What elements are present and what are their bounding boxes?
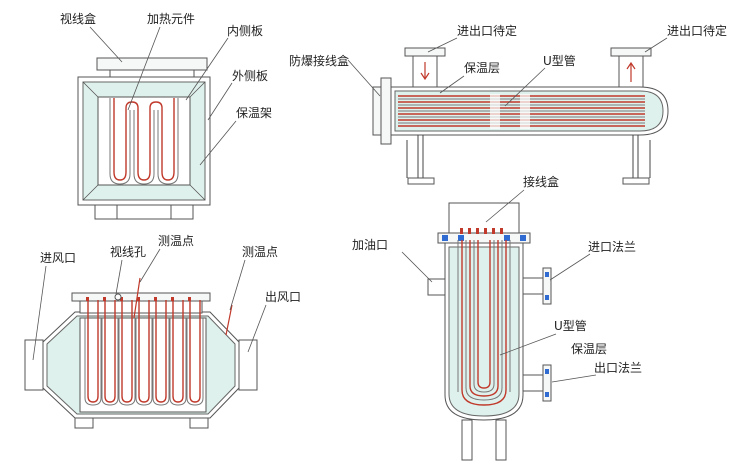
air-outlet-pipe (238, 339, 258, 391)
label-inner-panel: 内侧板 (227, 24, 263, 38)
air-inlet-pipe (24, 339, 44, 391)
label-u-tube: U型管 (543, 53, 576, 68)
outlet-flange (542, 364, 552, 402)
vertical-u-tubes (457, 240, 511, 406)
label-inlet-outlet-right: 进出口待定 (667, 23, 727, 38)
duct-heating-elements (84, 300, 204, 406)
horizontal-heater: 进出口待定 进出口待定 防爆接线盒 保温层 U型管 (289, 23, 727, 185)
label-inlet-flange: 进口法兰 (588, 240, 636, 254)
sight-hole (114, 293, 122, 301)
temp-probe-right (225, 304, 233, 336)
vertical-heater: 接线盒 加油口 进口法兰 U型管 保温层 出口法兰 (352, 174, 642, 461)
label-insulation-frame: 保温架 (236, 106, 272, 120)
inner-panel (97, 96, 191, 186)
label-outlet-flange: 出口法兰 (594, 361, 642, 375)
duct-heater: 进风口 视线孔 测温点 测温点 出风口 (24, 234, 301, 429)
box-heater: 视线盒 加热元件 内侧板 外侧板 保温架 (60, 11, 272, 220)
u-tube-bundle (398, 94, 645, 129)
label-heating-element: 加热元件 (147, 12, 195, 26)
label-temp-point-right: 测温点 (242, 245, 278, 259)
label-outer-panel: 外侧板 (232, 69, 268, 83)
junction-box-plate (96, 57, 208, 71)
label-junction-box: 接线盒 (523, 174, 559, 189)
temp-probe-left (133, 277, 141, 319)
label-insulation-layer: 保温层 (464, 61, 500, 75)
label-junction-box: 视线盒 (60, 11, 96, 26)
label-ex-junction-box: 防爆接线盒 (289, 53, 349, 68)
label-air-inlet: 进风口 (40, 251, 76, 265)
label-sight-hole: 视线孔 (110, 244, 146, 259)
oil-inlet (427, 278, 446, 296)
label-oil-inlet: 加油口 (352, 238, 388, 252)
label-u-tube: U型管 (554, 318, 587, 333)
label-insulation-layer: 保温层 (571, 342, 607, 356)
label-temp-point-left: 测温点 (158, 234, 194, 248)
inlet-flange (542, 267, 552, 305)
vertical-insulation (448, 246, 520, 417)
heating-element (109, 98, 179, 185)
label-inlet-outlet-left: 进出口待定 (457, 23, 517, 38)
label-air-outlet: 出风口 (265, 290, 301, 304)
